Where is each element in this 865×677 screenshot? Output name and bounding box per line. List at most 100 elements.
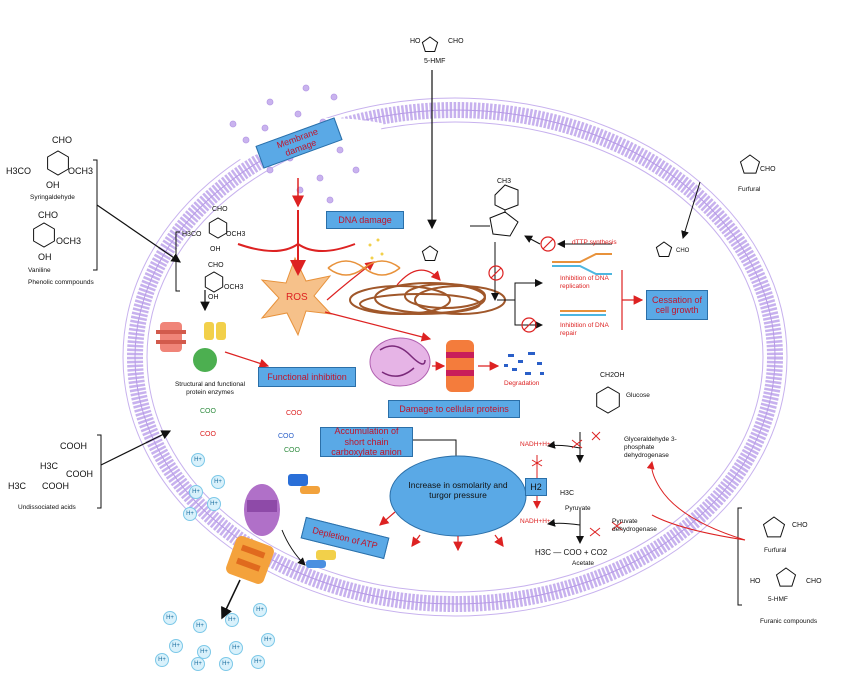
syringaldehyde-ring bbox=[47, 150, 69, 176]
h-ion: H+ bbox=[261, 633, 275, 647]
vanillin-ring bbox=[33, 222, 55, 248]
inner-h3co: H3CO bbox=[182, 231, 202, 238]
protein-ribbon bbox=[369, 337, 431, 387]
functional-inhibition-box: Functional inhibition bbox=[258, 367, 356, 387]
h-ion: H+ bbox=[219, 657, 233, 671]
glucose-ring bbox=[596, 386, 620, 414]
syringaldehyde-och3: OCH3 bbox=[68, 166, 94, 176]
h-ion: H+ bbox=[225, 613, 239, 627]
inner-oh-2: OH bbox=[208, 294, 219, 301]
inner-oh-1: OH bbox=[210, 246, 221, 253]
furfural-right-ring bbox=[739, 154, 761, 174]
hmf-top-ho: HO bbox=[410, 38, 421, 45]
syringaldehyde-cho: CHO bbox=[52, 135, 72, 145]
enzymes-label: Structural and functional protein enzyme… bbox=[174, 381, 246, 396]
nadh-label-1: NADH+H+ bbox=[520, 441, 551, 448]
inner-cho-1: CHO bbox=[212, 206, 228, 213]
vanillin-name: Vaniline bbox=[28, 267, 51, 274]
anion-coo-4: COO bbox=[278, 433, 294, 440]
pdh-label: Pyruvate dehydrogenase bbox=[612, 518, 657, 533]
furanic-furfural-label: Furfural bbox=[764, 547, 787, 554]
inner-och3-1: OCH3 bbox=[226, 231, 246, 238]
hmf-inner-ring bbox=[421, 245, 439, 261]
acid-cooh-3: COOH bbox=[42, 481, 69, 491]
degradation-label: Degradation bbox=[504, 380, 540, 387]
glucose-ch2oh: CH2OH bbox=[600, 372, 625, 379]
dna-damage-box: DNA damage bbox=[326, 211, 404, 229]
inh-replication-label: Inhibition of DNA replication bbox=[560, 275, 609, 290]
anion-coo-2: COO bbox=[286, 410, 302, 417]
syringaldehyde-name: Syringaldehyde bbox=[30, 194, 75, 201]
h-ion: H+ bbox=[251, 655, 265, 669]
furfural-right-cho: CHO bbox=[760, 166, 776, 173]
acid-h3c-2: H3C bbox=[40, 461, 59, 471]
anion-coo-3: COO bbox=[200, 431, 216, 438]
acid-cooh-2: COOH bbox=[66, 469, 93, 479]
vanillin-och3: OCH3 bbox=[56, 236, 82, 246]
h-ion: H+ bbox=[193, 619, 207, 633]
h-ion: H+ bbox=[155, 653, 169, 667]
dna-coil bbox=[349, 282, 506, 315]
h-ion: H+ bbox=[229, 641, 243, 655]
acid-h3c-3: H3C bbox=[8, 481, 27, 491]
h-ion: H+ bbox=[191, 453, 205, 467]
syringaldehyde-oh: OH bbox=[46, 180, 60, 190]
osmolarity-label: Increase in osmolarity and turgor pressu… bbox=[408, 480, 508, 501]
glycolysis-arrows bbox=[547, 432, 584, 544]
ros-star bbox=[260, 256, 333, 337]
inhibition-symbols bbox=[488, 236, 556, 333]
acetate-label: Acetate bbox=[572, 560, 595, 567]
damage-proteins-box: Damage to cellular proteins bbox=[388, 400, 520, 418]
inner-och3-2: OCH3 bbox=[224, 284, 244, 291]
acids-group-label: Undissociated acids bbox=[18, 504, 76, 511]
furfural-inner-ring bbox=[655, 241, 673, 257]
h-ion: H+ bbox=[197, 645, 211, 659]
furanic-ho: HO bbox=[750, 578, 761, 585]
glucose-label: Glucose bbox=[626, 392, 650, 399]
thymine-ch3: CH3 bbox=[497, 178, 512, 185]
h-ion: H+ bbox=[191, 657, 205, 671]
furanic-cho-2: CHO bbox=[806, 578, 822, 585]
anion-coo-5: COO bbox=[284, 447, 300, 454]
accumulation-box: Accumulation of short chain carboxylate … bbox=[320, 426, 413, 457]
transporter-shapes bbox=[288, 474, 336, 568]
h-ion: H+ bbox=[207, 497, 221, 511]
pyruvate-h3c: H3C bbox=[560, 490, 575, 497]
furanic-group-label: Furanic compounds bbox=[760, 618, 818, 625]
acetate-equation: H3C — COO + CO2 bbox=[535, 548, 608, 557]
hmf-top-ring bbox=[421, 36, 439, 52]
ros-label: ROS bbox=[286, 292, 308, 303]
h-ion: H+ bbox=[169, 639, 183, 653]
h-ion: H+ bbox=[253, 603, 267, 617]
syringaldehyde-h3co: H3CO bbox=[6, 166, 32, 176]
inner-cho-2: CHO bbox=[208, 262, 224, 269]
phenolic-group-label: Phenolic commpounds bbox=[28, 279, 94, 286]
inh-repair-label: Inhibition of DNA repair bbox=[560, 322, 609, 337]
h2-box: H2 bbox=[525, 478, 547, 496]
inner-ring-1 bbox=[208, 217, 228, 239]
h-ion: H+ bbox=[163, 611, 177, 625]
inner-ring-2 bbox=[204, 271, 224, 293]
h-ion: H+ bbox=[183, 507, 197, 521]
cessation-box: Cessation of cell growth bbox=[646, 290, 708, 320]
anion-coo-1: COO bbox=[200, 408, 216, 415]
hmf-top-cho: CHO bbox=[448, 38, 464, 45]
nadh-label-2: NADH+H+ bbox=[520, 518, 551, 525]
protein-barrel bbox=[446, 340, 474, 392]
enzyme-shapes bbox=[156, 322, 226, 372]
gapdh-label: Glyceraldehyde 3-phosphate dehydrogenase bbox=[624, 436, 677, 459]
h-ion: H+ bbox=[211, 475, 225, 489]
pyruvate-label: Pyruvate bbox=[565, 505, 591, 512]
furfural-inner-cho: CHO bbox=[676, 248, 690, 254]
furfural-right-name: Furfural bbox=[738, 186, 761, 193]
furanic-hmf-ring bbox=[775, 567, 797, 587]
hmf-top-label: 5-HMF bbox=[424, 58, 446, 65]
atp-synthase bbox=[226, 484, 280, 584]
vanillin-cho: CHO bbox=[38, 210, 58, 220]
acid-cooh-1: COOH bbox=[60, 441, 87, 451]
dttp-label: dTTP synthesis bbox=[572, 239, 617, 246]
degraded-fragments bbox=[504, 352, 544, 375]
nucleotide bbox=[470, 184, 519, 237]
